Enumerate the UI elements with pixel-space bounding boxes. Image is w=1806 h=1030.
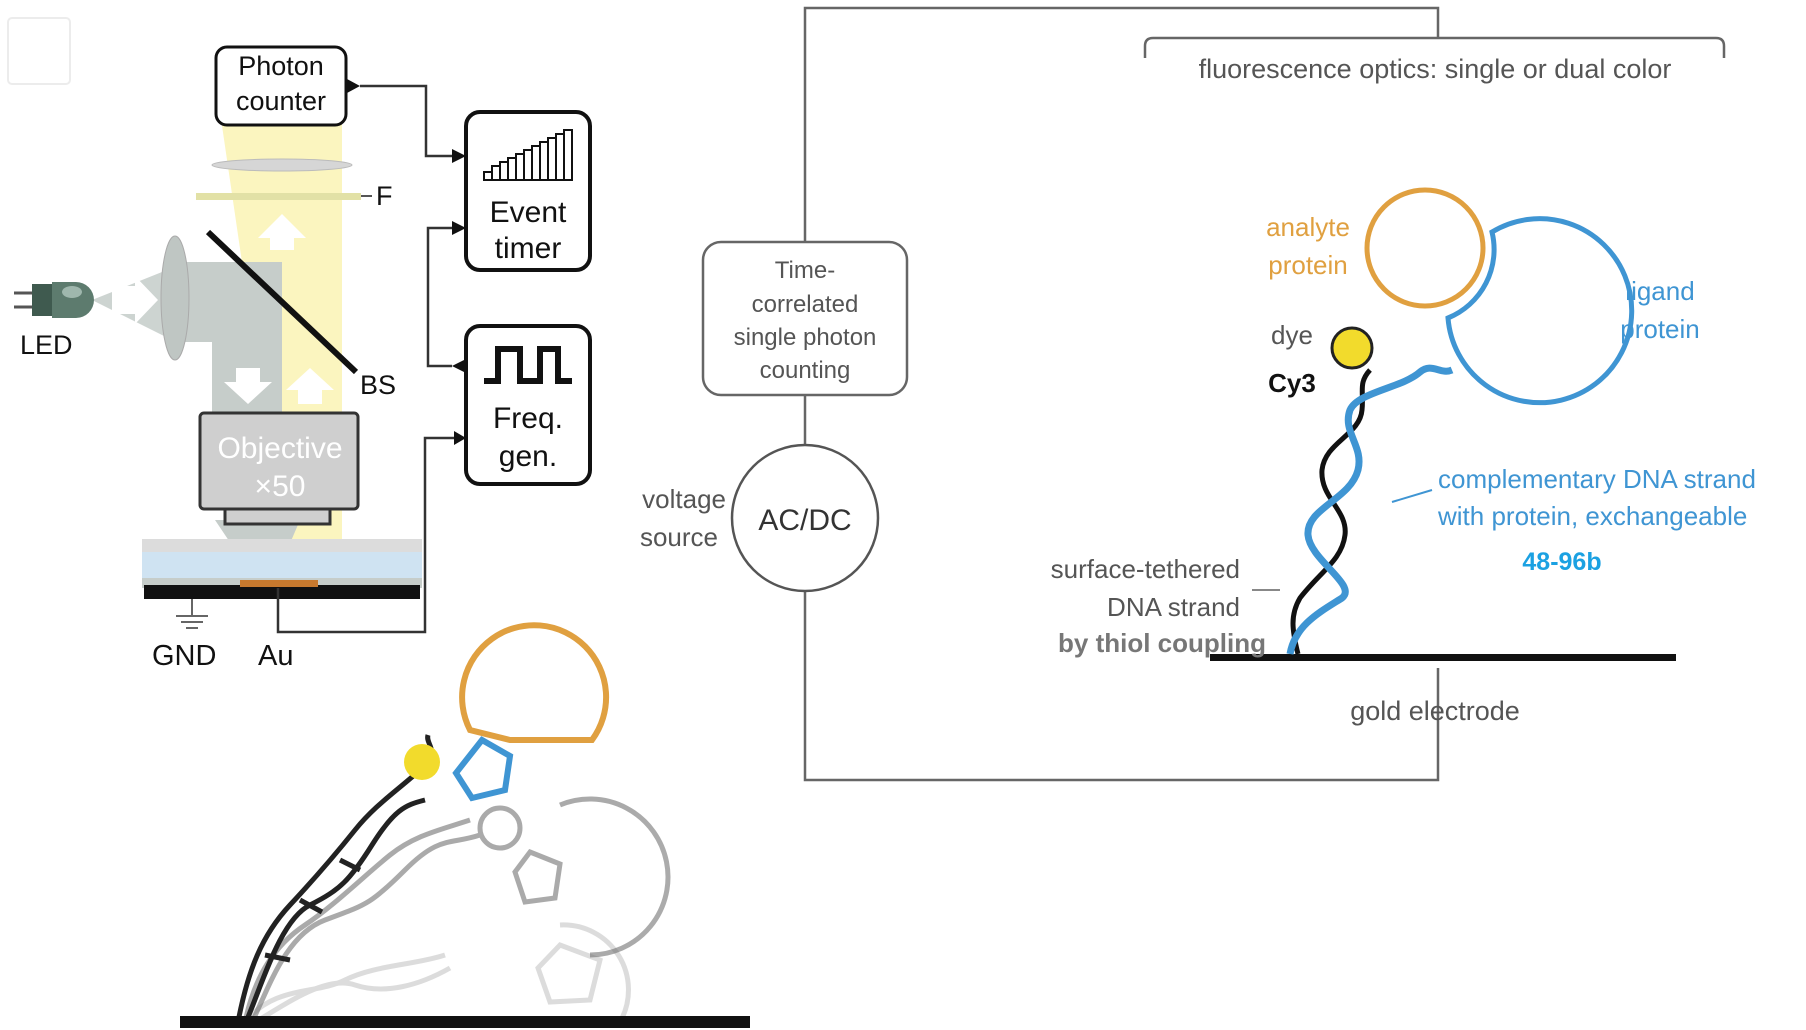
led-label: LED	[20, 330, 73, 360]
tcspc-box	[701, 240, 909, 397]
circuit-wire-top	[803, 6, 1440, 242]
ensemble-surface	[180, 1016, 750, 1028]
analyte-label-1: analyte	[1266, 212, 1350, 242]
gnd-label: GND	[152, 640, 216, 672]
objective-magnification: ×50	[255, 470, 306, 503]
event-timer-box	[464, 110, 592, 272]
tcspc-line-2: correlated	[752, 291, 859, 318]
optics-label: fluorescence optics: single or dual colo…	[1199, 54, 1672, 84]
circuit-wire	[803, 592, 1440, 782]
optics-bracket	[1143, 36, 1726, 58]
au-wire-arrow	[454, 431, 466, 445]
square-wave-icon	[484, 346, 572, 384]
ligand-label-2: protein	[1620, 314, 1700, 344]
sample-cell	[142, 539, 422, 599]
dye	[1330, 326, 1374, 370]
voltage-source-label-2: source	[640, 522, 718, 552]
voltage-source-label-1: voltage	[642, 484, 726, 514]
gold-electrode-label: gold electrode	[1350, 696, 1520, 726]
sync-wire	[426, 226, 452, 368]
ligand-protein	[1445, 216, 1635, 406]
filter-label: F	[376, 181, 393, 211]
photon-counter-label-2: counter	[236, 86, 326, 116]
tube-lens	[211, 158, 353, 172]
freq-gen-label-2: gen.	[499, 440, 557, 473]
splitter-label: BS	[360, 370, 396, 400]
photon-counter-label-1: Photon	[238, 51, 324, 81]
blue-ligand	[452, 736, 514, 802]
filter	[196, 193, 361, 200]
gold-electrode	[1210, 654, 1676, 661]
length-label: 48-96b	[1522, 548, 1601, 576]
arrow-up	[258, 214, 306, 250]
molecule-ensemble	[180, 622, 750, 1028]
complementary-label-2: with protein, exchangeable	[1437, 501, 1747, 531]
arrow-down	[224, 368, 272, 404]
voltage-source	[730, 443, 880, 593]
ground-symbol	[176, 599, 208, 629]
analyte-label-2: protein	[1268, 250, 1348, 280]
tethered-strand	[1290, 368, 1372, 655]
arrow-right	[112, 276, 158, 324]
led	[14, 282, 94, 318]
beam-splitter	[205, 229, 359, 375]
photon-counter-box	[214, 45, 348, 127]
photon-counter-port	[347, 79, 360, 93]
circuit: fluorescence optics: single or dual colo…	[640, 6, 1756, 782]
sync-wire-arrow-timer	[452, 221, 466, 235]
au-wire	[276, 436, 455, 634]
analyte-protein	[1364, 187, 1486, 309]
event-timer-label-1: Event	[490, 196, 567, 229]
tcspc-line-3: single photon	[734, 324, 877, 351]
histogram-icon	[483, 129, 573, 181]
yellow-dye	[404, 744, 440, 780]
sync-wire-arrow-gen	[452, 359, 466, 373]
complementary-label-1: complementary DNA strand	[1438, 464, 1756, 494]
excitation-beam	[172, 262, 282, 342]
counter-wire-arrow	[452, 149, 466, 163]
complementary-strand	[1286, 364, 1454, 655]
tethered-label-3: by thiol coupling	[1058, 628, 1266, 658]
collimating-lens	[160, 235, 190, 361]
tethered-label-1: surface-tethered	[1051, 554, 1240, 584]
arrow-up-lower	[286, 368, 334, 404]
tethered-label-2: DNA strand	[1107, 592, 1240, 622]
complementary-pointer	[1391, 489, 1433, 503]
orange-protein	[459, 622, 610, 743]
dye-label: dye	[1271, 320, 1313, 350]
freq-gen-label-1: Freq.	[493, 402, 563, 435]
dye-name: Cy3	[1268, 368, 1316, 398]
ligand-label-1: ligand	[1625, 276, 1694, 306]
ac-dc-label: AC/DC	[758, 504, 851, 537]
au-label: Au	[258, 640, 293, 672]
optical-setup: LED F BS Objective ×50 GND Au	[14, 45, 592, 672]
objective-name: Objective	[217, 432, 342, 465]
event-timer-label-2: timer	[495, 232, 562, 265]
corner-square	[7, 17, 71, 85]
counter-wire	[360, 84, 452, 158]
tcspc-line-1: Time-	[775, 257, 835, 284]
tcspc-line-4: counting	[760, 357, 851, 384]
objective: Objective ×50	[198, 411, 360, 526]
